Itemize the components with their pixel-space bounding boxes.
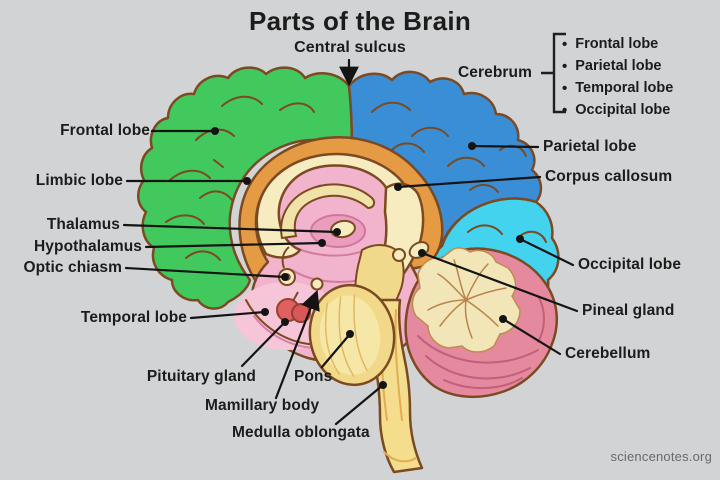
bullet-icon: • — [562, 35, 568, 53]
label-optic-chiasm: Optic chiasm — [23, 259, 122, 276]
label-limbic-lobe: Limbic lobe — [35, 172, 123, 189]
bullet-icon: • — [562, 57, 568, 75]
mamillary-body-region — [310, 277, 324, 291]
cerebrum-item-label: Temporal lobe — [575, 80, 674, 96]
label-occipital-lobe: Occipital lobe — [578, 256, 682, 273]
cerebrum-item-label: Frontal lobe — [575, 36, 659, 52]
label-frontal-lobe: Frontal lobe — [60, 122, 150, 139]
label-parietal-lobe: Parietal lobe — [543, 138, 637, 155]
cerebrum-item-temporal: • Temporal lobe — [562, 77, 673, 99]
leader-dots — [211, 127, 524, 389]
page-title: Parts of the Brain — [248, 6, 472, 36]
label-corpus-callosum: Corpus callosum — [545, 168, 673, 185]
cerebrum-item-occipital: • Occipital lobe — [562, 99, 670, 121]
cerebrum-item-label: Parietal lobe — [575, 58, 662, 74]
label-pituitary-gland: Pituitary gland — [146, 368, 256, 385]
label-central-sulcus: Central sulcus — [294, 39, 406, 56]
label-hypothalamus: Hypothalamus — [34, 238, 142, 255]
cerebrum-item-label: Occipital lobe — [575, 102, 671, 118]
mamillary-body-arrow — [274, 289, 320, 400]
label-medulla-oblongata: Medulla oblongata — [232, 424, 370, 441]
cerebrum-item-frontal: • Frontal lobe — [562, 33, 658, 55]
cerebrum-item-parietal: • Parietal lobe — [562, 55, 662, 77]
label-temporal-lobe: Temporal lobe — [80, 309, 187, 326]
pituitary-gland-region — [276, 291, 311, 323]
label-pons: Pons — [294, 368, 333, 385]
bullet-icon: • — [562, 79, 568, 97]
bullet-icon: • — [562, 101, 568, 119]
watermark: sciencenotes.org — [610, 449, 712, 464]
label-cerebrum: Cerebrum — [457, 64, 532, 81]
label-thalamus: Thalamus — [46, 216, 120, 233]
label-pineal-gland: Pineal gland — [582, 302, 675, 319]
leader-lines — [122, 58, 579, 426]
label-mamillary-body: Mamillary body — [205, 397, 320, 414]
label-cerebellum: Cerebellum — [565, 345, 651, 362]
cerebellum-region — [404, 247, 558, 398]
cerebrum-bracket — [541, 32, 566, 114]
